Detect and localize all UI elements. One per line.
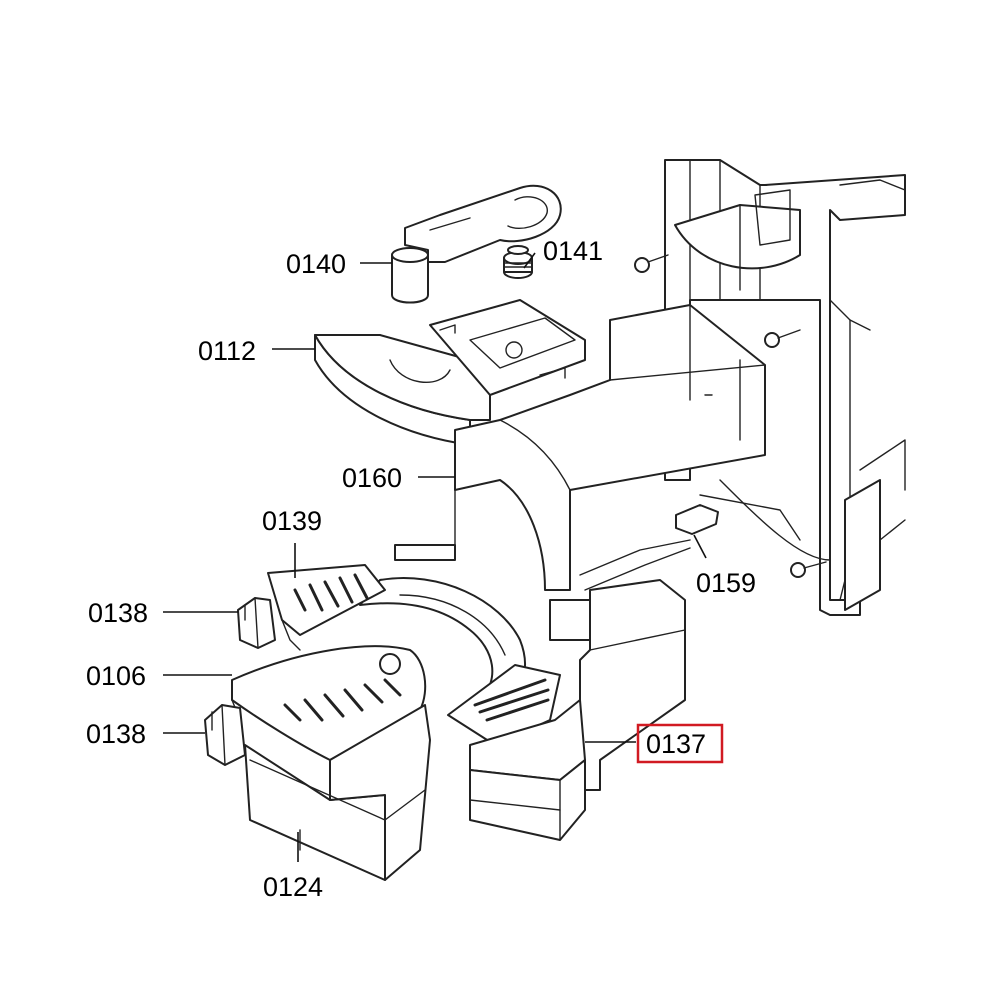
- label-0137: 0137: [646, 729, 706, 759]
- part-0137-drip-tray: [447, 664, 586, 841]
- part-0139-grille: [267, 564, 386, 651]
- highlight-box-0137: [636, 723, 724, 764]
- part-0112-dispenser-cover: [314, 299, 586, 446]
- machine-housing: [634, 159, 906, 616]
- part-0138-clip-upper: [237, 597, 276, 649]
- base-drip-tray: [359, 577, 686, 791]
- part-0124-container: [244, 704, 431, 881]
- label-0141: 0141: [543, 236, 603, 266]
- label-0140: 0140: [286, 249, 346, 279]
- part-0159-button: [579, 504, 719, 591]
- part-0160-main-box: [394, 304, 766, 641]
- label-0159: 0159: [696, 568, 756, 598]
- label-0139: 0139: [262, 506, 322, 536]
- label-0124: 0124: [263, 872, 323, 902]
- part-0138-clip-lower: [204, 704, 246, 766]
- label-0160: 0160: [342, 463, 402, 493]
- label-0112: 0112: [198, 336, 256, 366]
- label-0138-upper: 0138: [88, 598, 148, 628]
- leader-lines: [163, 252, 707, 862]
- part-0106-grille-cover: [231, 645, 427, 761]
- part-0140-lever: [391, 184, 562, 304]
- label-0138-lower: 0138: [86, 719, 146, 749]
- label-0106: 0106: [86, 661, 146, 691]
- part-0141-spring: [503, 245, 533, 279]
